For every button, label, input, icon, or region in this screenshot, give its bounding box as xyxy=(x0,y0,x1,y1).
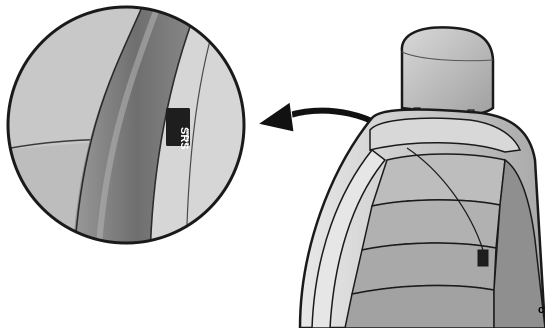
magnified-detail-circle xyxy=(6,5,246,245)
car-seat xyxy=(298,26,545,328)
figure-code-label: c xyxy=(538,304,544,316)
srs-airbag-tag: SRS AIRBAG xyxy=(166,108,190,150)
airbag-tag-text: AIRBAG xyxy=(185,128,190,146)
srs-tag-text: SRS xyxy=(178,127,190,150)
